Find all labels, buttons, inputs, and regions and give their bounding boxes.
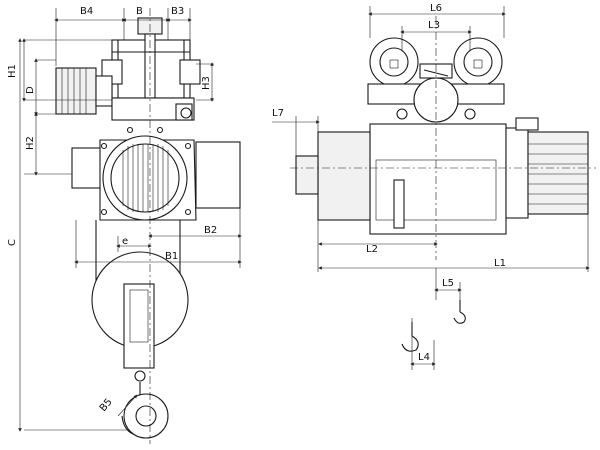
label-b5: B5 <box>98 397 115 414</box>
label-l5: L5 <box>442 278 454 289</box>
label-b2: B2 <box>204 225 217 236</box>
hoist-drum-body <box>295 123 507 235</box>
drum-housing <box>71 126 241 221</box>
side-view <box>272 6 596 370</box>
label-h1: H1 <box>7 64 18 78</box>
label-l7: L7 <box>272 108 284 119</box>
hoist-motor <box>505 117 589 219</box>
hook-position-symbol-1 <box>453 300 466 324</box>
trolley-frame <box>101 17 201 99</box>
label-l1: L1 <box>494 258 506 269</box>
label-c: C <box>7 239 18 246</box>
drum-rope-lines <box>122 144 169 212</box>
trolley-motor <box>55 67 113 115</box>
label-l4: L4 <box>418 352 430 363</box>
label-b: B <box>136 6 143 17</box>
label-l6: L6 <box>430 3 442 14</box>
label-h3: H3 <box>201 76 212 90</box>
label-l2: L2 <box>366 244 378 255</box>
label-h2: H2 <box>25 136 36 150</box>
label-l3: L3 <box>428 20 440 31</box>
label-e: e <box>122 236 128 247</box>
label-b3: B3 <box>171 6 184 17</box>
hook-block <box>91 251 189 439</box>
label-b4: B4 <box>80 6 93 17</box>
front-view <box>18 8 242 444</box>
label-d: D <box>25 86 36 94</box>
dimension-labels: B4 B B3 H1 D H3 H2 C e B2 B1 B5 L6 L3 L7… <box>7 3 506 414</box>
gear-box <box>111 97 195 121</box>
hook-position-symbol-2 <box>401 318 436 370</box>
label-b1: B1 <box>165 251 178 262</box>
trolley-wheels <box>367 37 505 123</box>
